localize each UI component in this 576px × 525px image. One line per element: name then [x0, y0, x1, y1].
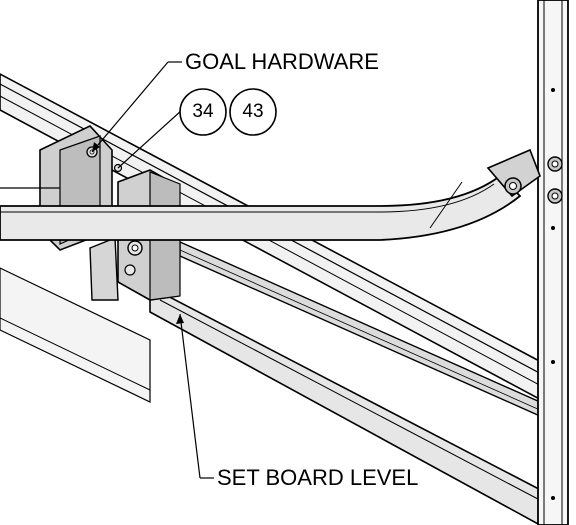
balloon-43-circle [229, 88, 277, 136]
item-balloons [179, 88, 277, 136]
balloon-item-34: 34 [192, 101, 214, 122]
set-board-level-leader [176, 313, 214, 479]
upright-post [537, 0, 569, 525]
curved-arm [0, 148, 541, 241]
goal-hardware-label: GOAL HARDWARE [185, 49, 379, 74]
board-panel [0, 267, 561, 525]
balloon-34-circle [179, 88, 227, 136]
goal-hardware-leader [91, 61, 183, 169]
set-board-level-label: SET BOARD LEVEL [217, 465, 419, 490]
balloon-item-43: 43 [242, 101, 264, 122]
